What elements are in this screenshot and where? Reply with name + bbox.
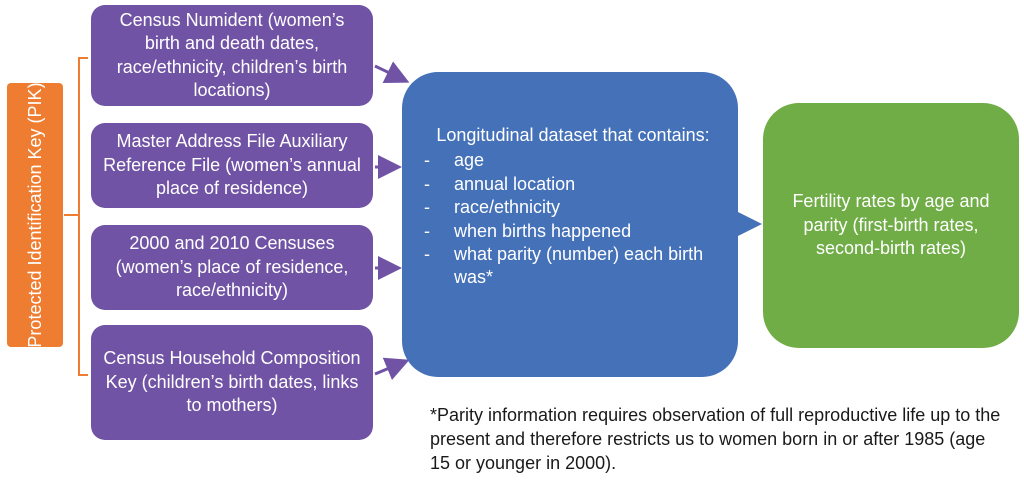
list-bullet: - [424,197,430,218]
list-item-label: what parity (number) each birth was* [454,243,704,288]
source-label: Master Address File Auxiliary Reference … [103,131,361,199]
list-item: - when births happened [424,220,722,243]
list-bullet: - [424,220,430,241]
dataset-contents-list: - age - annual location - race/ethnicity - w… [424,149,722,289]
list-item-label: when births happened [454,220,632,241]
list-item-label: age [454,150,485,171]
pik-box: Protected Identification Key (PIK) [7,82,63,348]
dataset-title: Longitudinal dataset that contains: [436,125,710,145]
list-item-label: annual location [454,173,576,194]
fertility-rates-box: Fertility rates by age and parity (first… [763,103,1019,348]
arrow-source-1 [374,61,410,83]
list-item: - age [424,149,722,172]
list-item-label: race/ethnicity [454,197,561,218]
source-label: Census Numident (women’s birth and death… [116,9,348,100]
parity-footnote: *Parity information requires observation… [430,405,1001,473]
list-item: - annual location [424,173,722,196]
source-household-composition-key: Census Household Composition Key (childr… [91,325,373,440]
result-label: Fertility rates by age and parity (first… [792,191,990,259]
source-census-numident: Census Numident (women’s birth and death… [91,5,373,106]
pik-label: Protected Identification Key (PIK) [24,82,45,348]
source-master-address-file: Master Address File Auxiliary Reference … [91,123,373,208]
source-label: Census Household Composition Key (childr… [103,348,361,416]
source-censuses: 2000 and 2010 Censuses (women’s place of… [91,225,373,310]
list-bullet: - [424,150,430,171]
arrow-source-4 [374,357,410,380]
list-item: - race/ethnicity [424,196,722,219]
pik-bracket [64,57,88,376]
list-bullet: - [424,173,430,194]
source-label: 2000 and 2010 Censuses (women’s place of… [115,233,349,301]
longitudinal-dataset-box: Longitudinal dataset that contains: - age… [402,72,738,377]
list-bullet: - [424,243,430,264]
list-item: - what parity (number) each birth was* [424,243,722,290]
